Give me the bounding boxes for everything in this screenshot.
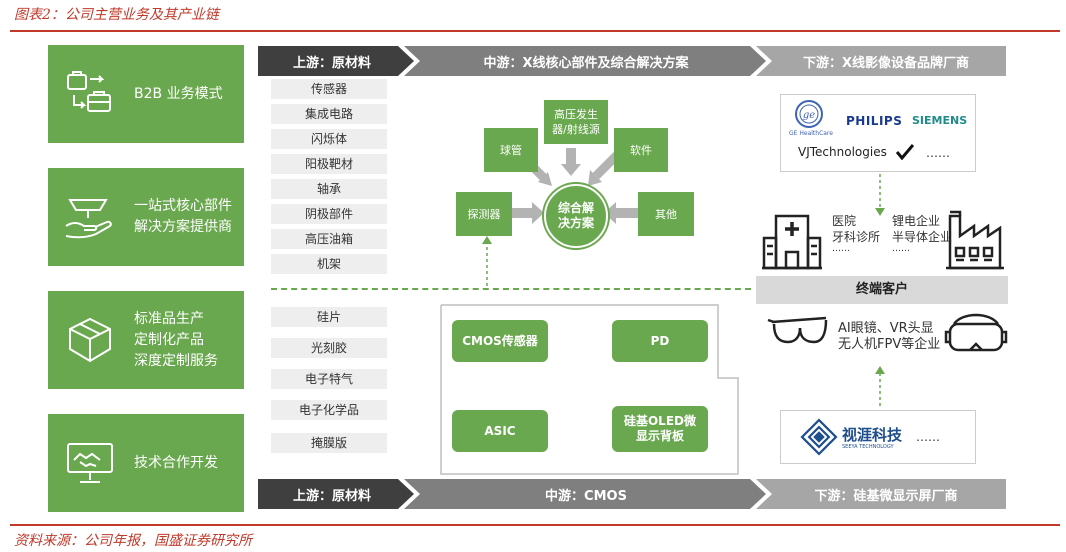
bottom-upstream-arrow [258, 479, 414, 509]
business-model-cooperation: 技术合作开发 [48, 414, 244, 512]
top-downstream-arrow [756, 46, 1006, 76]
xray-material-item: 阳极靶材 [271, 154, 387, 174]
xray-material-item: 阴极部件 [271, 204, 387, 224]
cmos-customer-drone: 无人机FPV等企业 [838, 337, 941, 352]
bottom-downstream-label: 下游：硅基微显示屏厂商 [814, 488, 958, 504]
xray-material-item: 闪烁体 [271, 129, 387, 149]
philips-logo: PHILIPS [846, 114, 903, 128]
xray-material-item: 集成电路 [271, 104, 387, 124]
bottom-chain-arrows [258, 479, 1006, 509]
bottom-rule [10, 524, 1060, 526]
xray-material-item: 机架 [271, 254, 387, 274]
top-upstream-label: 上游：原材料 [292, 55, 371, 71]
seeya-brand-name: 视涯科技 [842, 426, 903, 444]
business-model-label: 一站式核心部件 解决方案提供商 [134, 198, 232, 235]
factory-icon [946, 210, 1004, 270]
xray-node-detector: 探测器 [456, 192, 512, 236]
xray-node-software: 软件 [614, 128, 668, 172]
xray-material-item: 轴承 [271, 179, 387, 199]
asic-product: ASIC [452, 410, 548, 452]
bottom-midstream-label: 中游：CMOS [545, 488, 627, 504]
bottom-upstream-label: 上游：原材料 [292, 488, 371, 504]
source-note: 资料来源：公司年报，国盛证券研究所 [14, 533, 252, 549]
pd-product: PD [612, 320, 708, 362]
business-model-solution: 一站式核心部件 解决方案提供商 [48, 168, 244, 266]
top-midstream-label: 中游：X线核心部件及综合解决方案 [483, 55, 689, 71]
xray-node-center-solution: 综合解 决方案 [544, 184, 608, 248]
oled-backplane-product: 硅基OLED微 显示背板 [612, 406, 708, 452]
top-rule [10, 30, 1060, 32]
customer-left-more: …… [832, 244, 850, 254]
xray-brands-panel [780, 94, 976, 172]
briefcase-icon [67, 71, 111, 112]
ge-healthcare-label: GE HealthCare [789, 130, 833, 137]
cube-icon [69, 317, 111, 363]
ai-glasses-icon [767, 316, 828, 344]
figure-caption: 图表2：公司主营业务及其产业链 [14, 7, 219, 23]
xray-material-item: 高压油箱 [271, 229, 387, 249]
end-customer-banner: 终端客户 [756, 276, 1008, 304]
top-downstream-label: 下游：X线影像设备品牌厂商 [802, 55, 970, 71]
seeya-logo-icon [800, 418, 838, 456]
business-model-products: 标准品生产 定制化产品 深度定制服务 [48, 291, 244, 389]
cmos-sensor-product: CMOS传感器 [452, 320, 548, 362]
cmos-material-item: 硅片 [271, 307, 387, 327]
hand-solution-icon [65, 199, 112, 239]
top-upstream-arrow [258, 46, 414, 76]
top-chain-arrows [258, 46, 1006, 76]
svg-text:ge: ge [803, 110, 815, 121]
customer-semiconductor: 半导体企业 [892, 230, 953, 244]
cmos-material-item: 电子化学品 [271, 400, 387, 420]
vr-headset-icon [944, 313, 1008, 352]
bottom-midstream-arrow [404, 479, 766, 509]
xray-brands-more: …… [926, 146, 950, 160]
vj-check-icon [896, 144, 914, 160]
cmos-material-item: 光刻胶 [271, 338, 387, 358]
business-model-b2b: B2B 业务模式 [48, 45, 244, 143]
cmos-material-item: 电子特气 [271, 369, 387, 389]
customer-right-more: …… [892, 244, 910, 254]
xray-node-hv-generator: 高压发生 器/射线源 [544, 100, 608, 144]
cmos-brands-more: …… [916, 430, 940, 444]
ge-logo-icon: ge [795, 100, 823, 128]
business-model-label: 标准品生产 定制化产品 深度定制服务 [134, 310, 218, 369]
top-midstream-arrow [404, 46, 766, 76]
xray-core-arrows [482, 148, 638, 286]
xray-node-other: 其他 [638, 192, 694, 236]
seeya-brand-sub: SEEYA TECHNOLOGY [842, 444, 894, 450]
xray-material-item: 传感器 [271, 79, 387, 99]
customer-hospital: 医院 [832, 214, 857, 228]
cmos-material-item: 掩膜版 [271, 433, 387, 453]
cmos-brand-to-customers-arrow [875, 366, 885, 406]
xray-node-tube: 球管 [484, 128, 538, 172]
hospital-icon [762, 214, 822, 270]
bottom-downstream-arrow [756, 479, 1006, 509]
customer-lithium: 锂电企业 [892, 214, 941, 228]
cmos-products-frame [440, 304, 739, 475]
cmos-customer-ai-vr: AI眼镜、VR头显 [838, 321, 934, 336]
handshake-monitor-icon [67, 443, 113, 483]
customer-dental: 牙科诊所 [832, 230, 881, 244]
business-model-label: B2B 业务模式 [134, 85, 223, 102]
vj-technologies-logo: VJTechnologies [798, 145, 887, 159]
cmos-brand-panel [780, 410, 976, 464]
section-divider [271, 288, 751, 290]
business-model-label: 技术合作开发 [134, 454, 218, 471]
siemens-logo: SIEMENS [912, 114, 968, 127]
brands-to-customers-arrow [875, 174, 885, 216]
